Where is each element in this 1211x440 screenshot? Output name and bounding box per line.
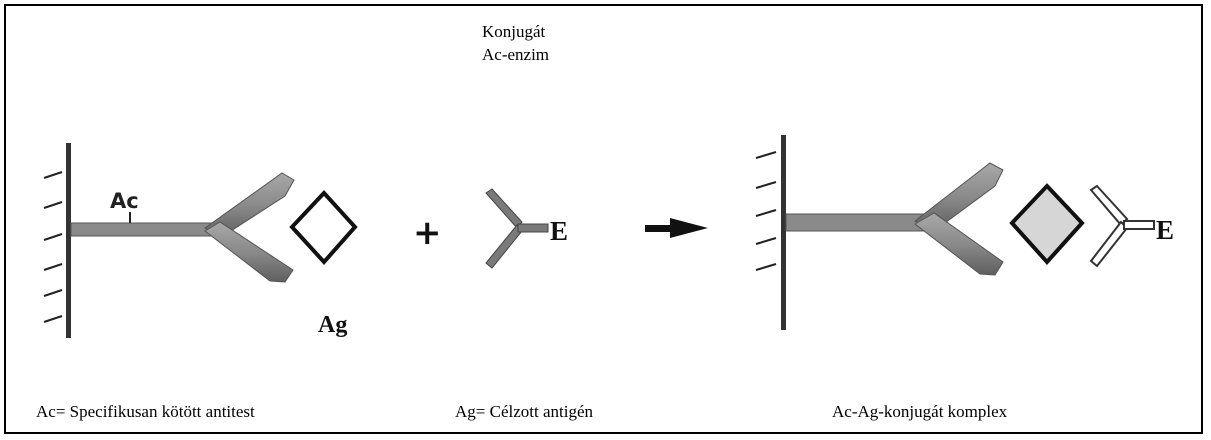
left-solid-surface (43, 143, 71, 338)
caption-ac-definition: Ac= Specifikusan kötött antitest (36, 402, 255, 421)
enzyme-label-left: E (550, 216, 568, 246)
free-antigen-diamond (289, 190, 358, 265)
ag-label: Ag (318, 312, 347, 338)
conjugate-label-line1: Konjugát (482, 22, 546, 41)
ac-label: Ac (110, 189, 139, 213)
caption-ag-definition: Ag= Célzott antigén (455, 402, 594, 421)
right-solid-surface (755, 135, 786, 330)
figure-frame (4, 4, 1203, 434)
bound-conjugate-antibody (1089, 184, 1155, 268)
caption-complex: Ac-Ag-konjugát komplex (832, 402, 1008, 421)
conjugate-label-line2: Ac-enzim (482, 45, 550, 64)
right-antibody (785, 162, 1004, 276)
bound-antigen-diamond (1009, 183, 1085, 265)
enzyme-label-right: E (1156, 215, 1174, 245)
reaction-arrow (645, 218, 708, 238)
plus-sign: + (413, 213, 442, 253)
conjugate-label: Konjugát Ac-enzim (482, 20, 549, 66)
conjugate-antibody (485, 188, 549, 269)
left-antibody (70, 172, 295, 283)
